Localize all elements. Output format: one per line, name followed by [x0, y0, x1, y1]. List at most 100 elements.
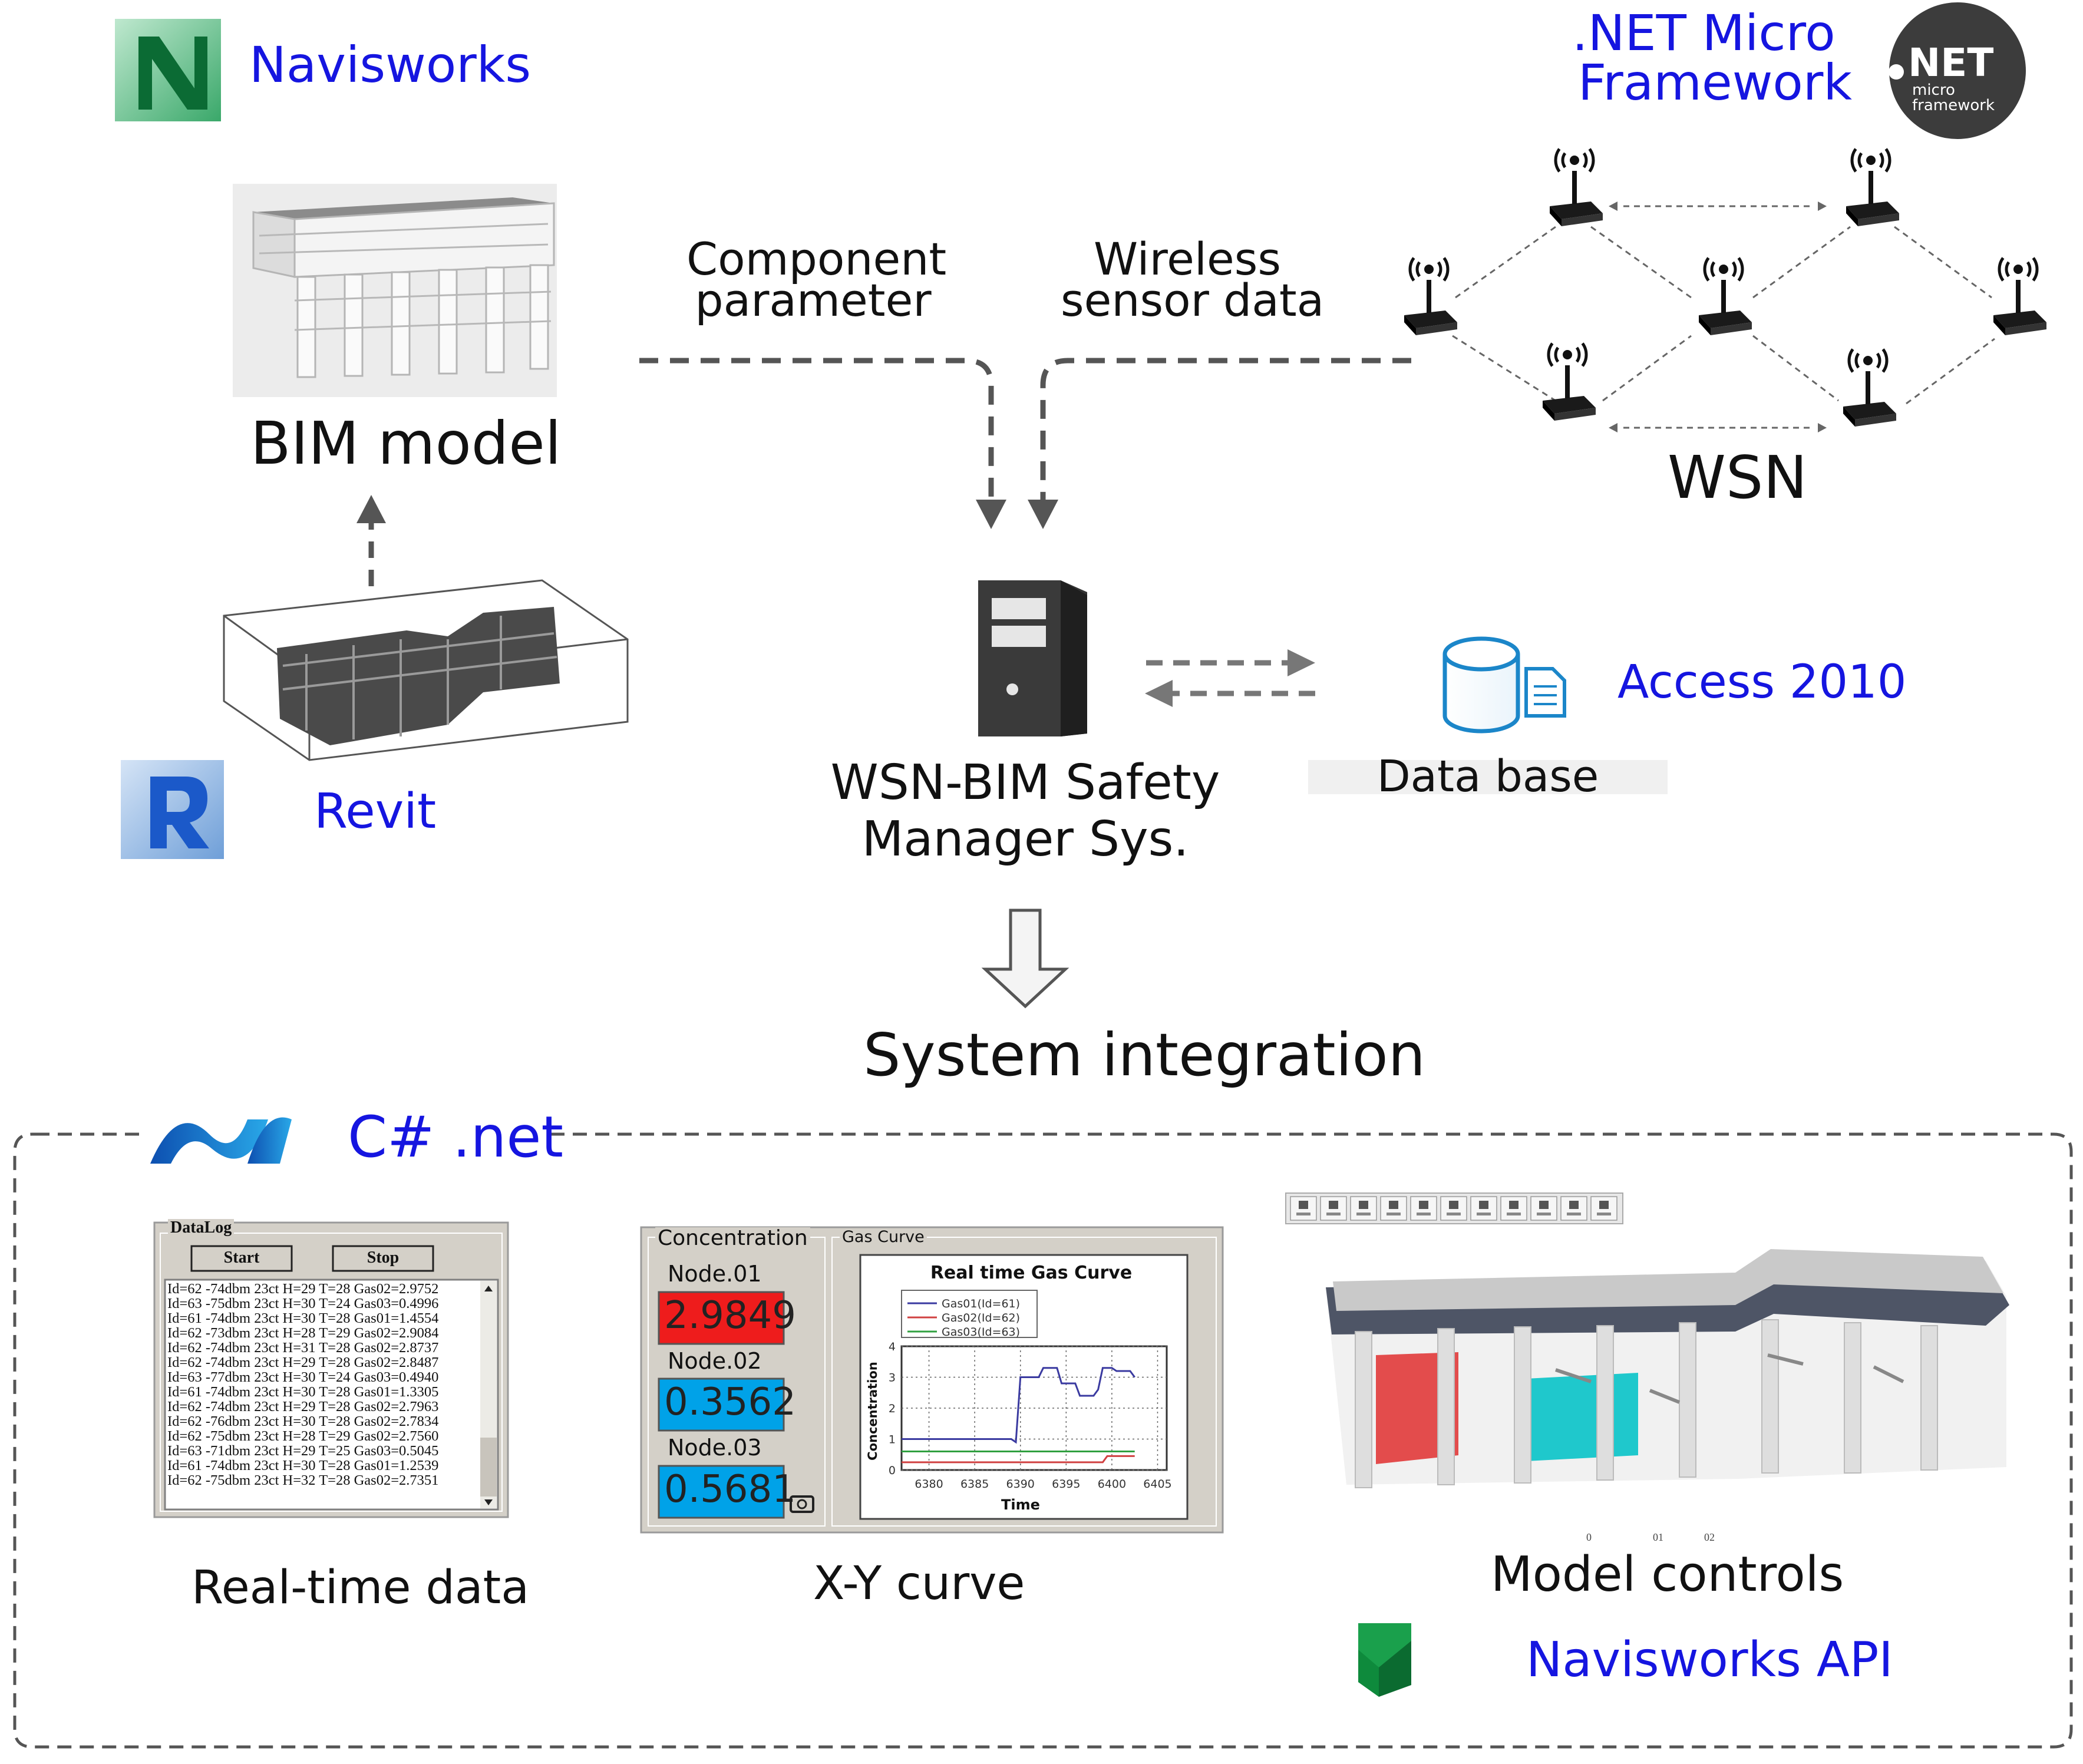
access-2010-label: Access 2010 [1617, 656, 1907, 709]
net-micro-label-line2: Framework [1578, 54, 1852, 111]
model-toolbar-button[interactable] [1560, 1196, 1587, 1221]
node-02-label: Node.02 [668, 1348, 762, 1374]
component-parameter-label-line2: parameter [695, 274, 932, 326]
model-toolbar-button[interactable] [1350, 1196, 1377, 1221]
datalog-line: Id=61 -74dbm 23ct H=30 T=28 Gas01=1.3305 [167, 1384, 439, 1400]
wsn-link-arrowheads [1609, 201, 1827, 432]
datalog-line: Id=62 -75dbm 23ct H=32 T=28 Gas02=2.7351 [167, 1472, 439, 1488]
model-controls-caption: Model controls [1491, 1547, 1844, 1603]
wireless-sensor-data-arrow [1028, 358, 1411, 529]
chart-x-tick-label: 6390 [1006, 1478, 1035, 1491]
chart-legend-items: Gas01(Id=61)Gas02(Id=62)Gas03(Id=63) [907, 1297, 1020, 1339]
navisworks-label: Navisworks [249, 36, 532, 94]
chart-series-line-2 [902, 1455, 1135, 1464]
chart-y-tick-label: 0 [889, 1464, 896, 1477]
datalog-line: Id=62 -74dbm 23ct H=29 T=28 Gas02=2.8487 [167, 1355, 439, 1370]
navisworks-logo-icon [115, 19, 221, 121]
chart-series [902, 1367, 1135, 1464]
dotnet-logo-icon [150, 1117, 292, 1164]
model-scale-bar: 0 01 02 [1586, 1531, 1715, 1543]
chart-legend-label: Gas01(Id=61) [942, 1297, 1020, 1310]
wireless-sensor-node-icon [1404, 257, 1457, 335]
bim-model-image [233, 184, 557, 397]
node-01-label: Node.01 [668, 1261, 762, 1287]
scale-label-0: 0 [1586, 1531, 1592, 1543]
chart-y-tick-label: 4 [889, 1340, 896, 1353]
revit-logo-icon [121, 760, 224, 859]
wireless-sensor-node-icon [1550, 148, 1603, 226]
wireless-sensor-data-label-line1: Wireless [1094, 233, 1281, 285]
model-toolbar-button[interactable] [1290, 1196, 1317, 1221]
node-03-value-box [658, 1465, 785, 1519]
datalog-line: Id=62 -74dbm 23ct H=31 T=28 Gas02=2.8737 [167, 1340, 439, 1356]
gas-curve-group-label: Gas Curve [840, 1228, 927, 1246]
model-toolbar-button[interactable] [1590, 1196, 1617, 1221]
datalog-line: Id=63 -77dbm 23ct H=30 T=24 Gas03=0.4940 [167, 1369, 439, 1385]
navisworks-api-label: Navisworks API [1526, 1632, 1893, 1688]
datalog-start-label: Start [223, 1248, 260, 1267]
node-03-value: 0.5681 [664, 1468, 796, 1511]
net-logo-sub-text-2: framework [1912, 97, 1995, 114]
model-toolbar-button[interactable] [1530, 1196, 1557, 1221]
building-model-image[interactable] [1326, 1249, 2009, 1488]
wireless-sensor-node-icon [1843, 348, 1896, 427]
wireless-sensor-data-label-line2: sensor data [1061, 274, 1325, 326]
chart-legend: Gas01(Id=61)Gas02(Id=62)Gas03(Id=63) [901, 1290, 1038, 1339]
wireless-sensor-node-icon [1699, 257, 1752, 335]
chart-x-axis-label: Time [1001, 1497, 1040, 1513]
integration-frame [13, 1132, 2073, 1749]
revit-label: Revit [314, 784, 437, 840]
chart-x-tick-label: 6400 [1098, 1478, 1126, 1491]
datalog-line: Id=62 -73dbm 23ct H=28 T=29 Gas02=2.9084 [167, 1325, 439, 1341]
realtime-data-caption: Real-time data [192, 1561, 530, 1614]
chart-series-line-1 [902, 1367, 1135, 1444]
component-parameter-arrow [639, 358, 1006, 529]
node-02-value-box [658, 1377, 785, 1432]
chart-y-ticks: 0 1 2 3 4 [889, 1340, 896, 1477]
datalog-stop-button[interactable] [332, 1245, 434, 1272]
chart-legend-label: Gas02(Id=62) [942, 1312, 1020, 1324]
datalog-start-button[interactable] [190, 1245, 293, 1272]
model-toolbar-button[interactable] [1410, 1196, 1437, 1221]
model-toolbar-button[interactable] [1470, 1196, 1497, 1221]
database-exchange-arrows [1145, 649, 1315, 707]
wireless-sensor-node-icon [1993, 257, 2046, 335]
datalog-line: Id=63 -71dbm 23ct H=29 T=25 Gas03=0.5045 [167, 1443, 439, 1459]
revit-to-bim-arrow [356, 495, 386, 586]
chart-y-axis-label: Concentration [866, 1362, 880, 1461]
datalog-line: Id=61 -74dbm 23ct H=30 T=28 Gas01=1.4554 [167, 1310, 439, 1326]
database-label: Data base [1376, 751, 1599, 802]
revit-model-image [223, 579, 629, 761]
system-integration-label: System integration [863, 1020, 1426, 1089]
chart-x-tick-label: 6405 [1143, 1478, 1171, 1491]
model-toolbar-button[interactable] [1440, 1196, 1467, 1221]
datalog-stop-label: Stop [367, 1248, 400, 1267]
datalog-title: DataLog [168, 1219, 235, 1236]
datalog-line: Id=61 -74dbm 23ct H=30 T=28 Gas01=1.2539 [167, 1458, 439, 1474]
datalog-line: Id=62 -75dbm 23ct H=28 T=29 Gas02=2.7560 [167, 1428, 439, 1444]
model-toolbar-button[interactable] [1500, 1196, 1527, 1221]
wsn-sensor-nodes [1404, 148, 2046, 427]
concentration-group-label: Concentration [655, 1227, 810, 1250]
wireless-sensor-node-icon [1543, 342, 1596, 421]
chart-y-tick-label: 1 [889, 1433, 896, 1446]
node-01-value: 2.9849 [664, 1294, 796, 1337]
chart-y-tick-label: 3 [889, 1372, 896, 1385]
database-icon [1442, 636, 1566, 734]
camera-icon[interactable] [790, 1495, 814, 1513]
chart-title: Real time Gas Curve [930, 1263, 1132, 1283]
system-label-line1: WSN-BIM Safety [830, 755, 1220, 811]
model-toolbar-button[interactable] [1380, 1196, 1407, 1221]
model-toolbar-button[interactable] [1320, 1196, 1347, 1221]
wireless-sensor-node-icon [1846, 148, 1899, 226]
csharp-net-label: C# .net [348, 1104, 564, 1170]
chart-x-tick-label: 6385 [960, 1478, 989, 1491]
datalog-list[interactable]: Id=62 -74dbm 23ct H=29 T=28 Gas02=2.9752… [167, 1281, 480, 1505]
chart-y-tick-label: 2 [889, 1402, 896, 1415]
component-parameter-label-line1: Component [686, 233, 947, 285]
net-logo-main-text: NET [1908, 40, 1994, 85]
